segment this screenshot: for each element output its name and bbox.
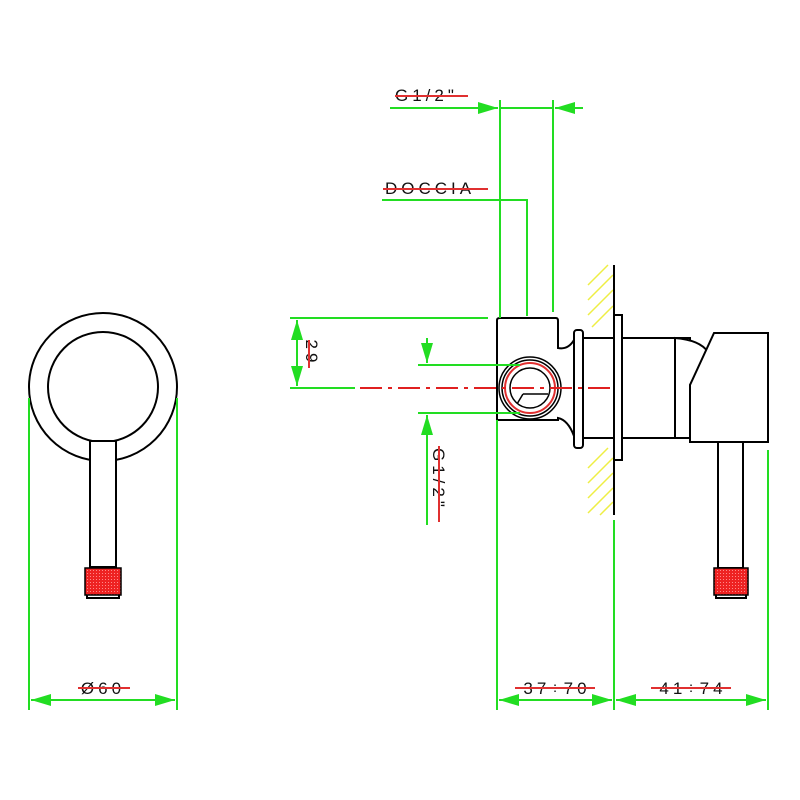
offset-label: 29 <box>302 340 321 367</box>
wall-plate <box>613 314 623 461</box>
side-lever-stem <box>717 441 744 569</box>
side-knurled-grip <box>713 567 749 596</box>
lever-stem <box>89 440 117 568</box>
wall-hatch <box>587 264 614 516</box>
knurled-grip <box>84 567 122 596</box>
side-view: G1/2" DOCCIA 29 G1/2" 37÷70 41÷74 <box>290 86 769 710</box>
front-view: Ø60 <box>28 312 178 710</box>
escutcheon-inner <box>47 331 159 443</box>
